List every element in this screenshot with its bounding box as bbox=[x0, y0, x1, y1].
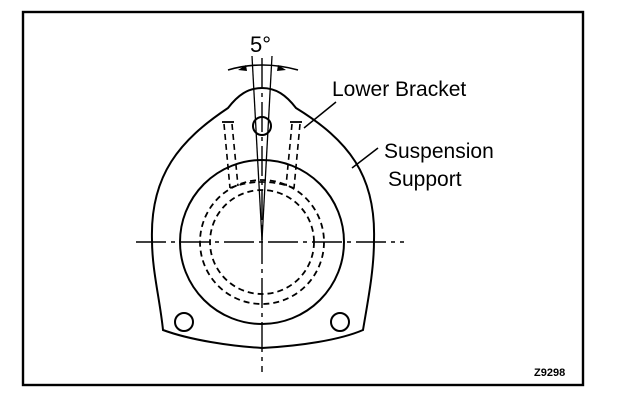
bolt-hole-right bbox=[330, 312, 350, 332]
suspension-support-label-line1: Suspension bbox=[384, 140, 494, 163]
lower-bracket-label: Lower Bracket bbox=[332, 78, 466, 101]
angle-line-left bbox=[251, 55, 263, 241]
suspension-support-outline bbox=[150, 86, 376, 350]
angle-arrow-left bbox=[238, 65, 247, 71]
angle-arc bbox=[227, 64, 299, 71]
suspension-support-leader bbox=[351, 147, 379, 169]
angle-line-right bbox=[261, 55, 273, 241]
angle-arrow-right bbox=[277, 65, 286, 71]
figure-frame bbox=[21, 10, 585, 387]
suspension-support-label-line2: Support bbox=[388, 168, 462, 191]
angle-label: 5° bbox=[250, 32, 271, 57]
bolt-hole-left bbox=[174, 312, 194, 332]
figure-code: Z9298 bbox=[534, 367, 565, 379]
lower-bracket-leader bbox=[303, 101, 337, 129]
